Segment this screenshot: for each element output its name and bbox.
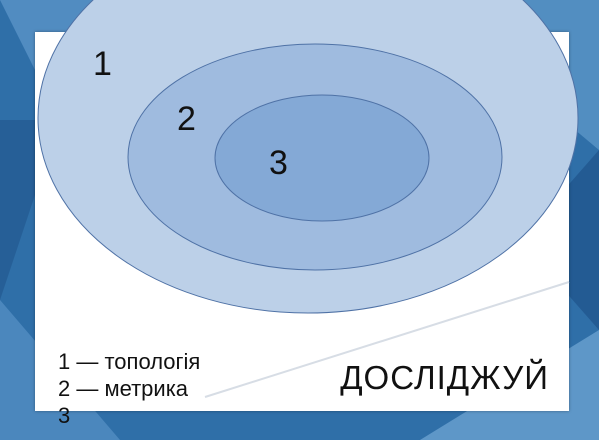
slide-diagonal-line	[204, 281, 570, 398]
region-1-label: 1	[93, 45, 112, 83]
legend-item-3: 3	[58, 403, 71, 428]
legend-item-1: 1 — топологія	[58, 349, 201, 374]
region-2-label: 2	[177, 100, 196, 138]
slide: 1 2 3 1 — топологія 2 — метрика 3 ДОСЛІД…	[35, 0, 579, 428]
legend: 1 — топологія 2 — метрика 3	[58, 348, 200, 429]
legend-item-2: 2 — метрика	[58, 376, 189, 401]
region-3-label: 3	[269, 144, 288, 182]
region-3-ellipse	[214, 94, 430, 222]
nested-ellipse-diagram: 1 2 3	[37, 0, 579, 398]
explore-caption: ДОСЛІДЖУЙ	[340, 359, 549, 396]
